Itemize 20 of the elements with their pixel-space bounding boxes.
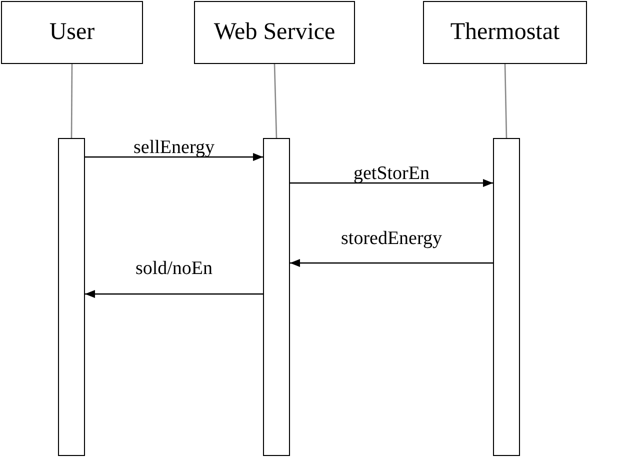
- lifeline: [70, 64, 73, 138]
- lifeline: [274, 64, 278, 138]
- lifeline-header-box: [194, 1, 355, 64]
- message-label: storedEnergy: [341, 229, 442, 248]
- message-label: sellEnergy: [134, 138, 214, 157]
- message-label: getStorEn: [354, 164, 430, 183]
- participant-name: Web Service: [214, 19, 336, 46]
- message-arrow: [85, 290, 263, 298]
- lifeline: [504, 64, 508, 138]
- message-arrow: [290, 179, 493, 187]
- message-label: sold/noEn: [135, 259, 213, 278]
- lifeline-header-box: [1, 1, 143, 64]
- participant-name: User: [49, 19, 95, 46]
- message-arrow: [290, 259, 493, 267]
- activation-bar: [493, 138, 520, 456]
- lifeline-header-box: [423, 1, 587, 64]
- activation-bar: [58, 138, 85, 456]
- activation-bar: [263, 138, 290, 456]
- message-arrow: [85, 153, 263, 161]
- participant-name: Thermostat: [450, 19, 560, 46]
